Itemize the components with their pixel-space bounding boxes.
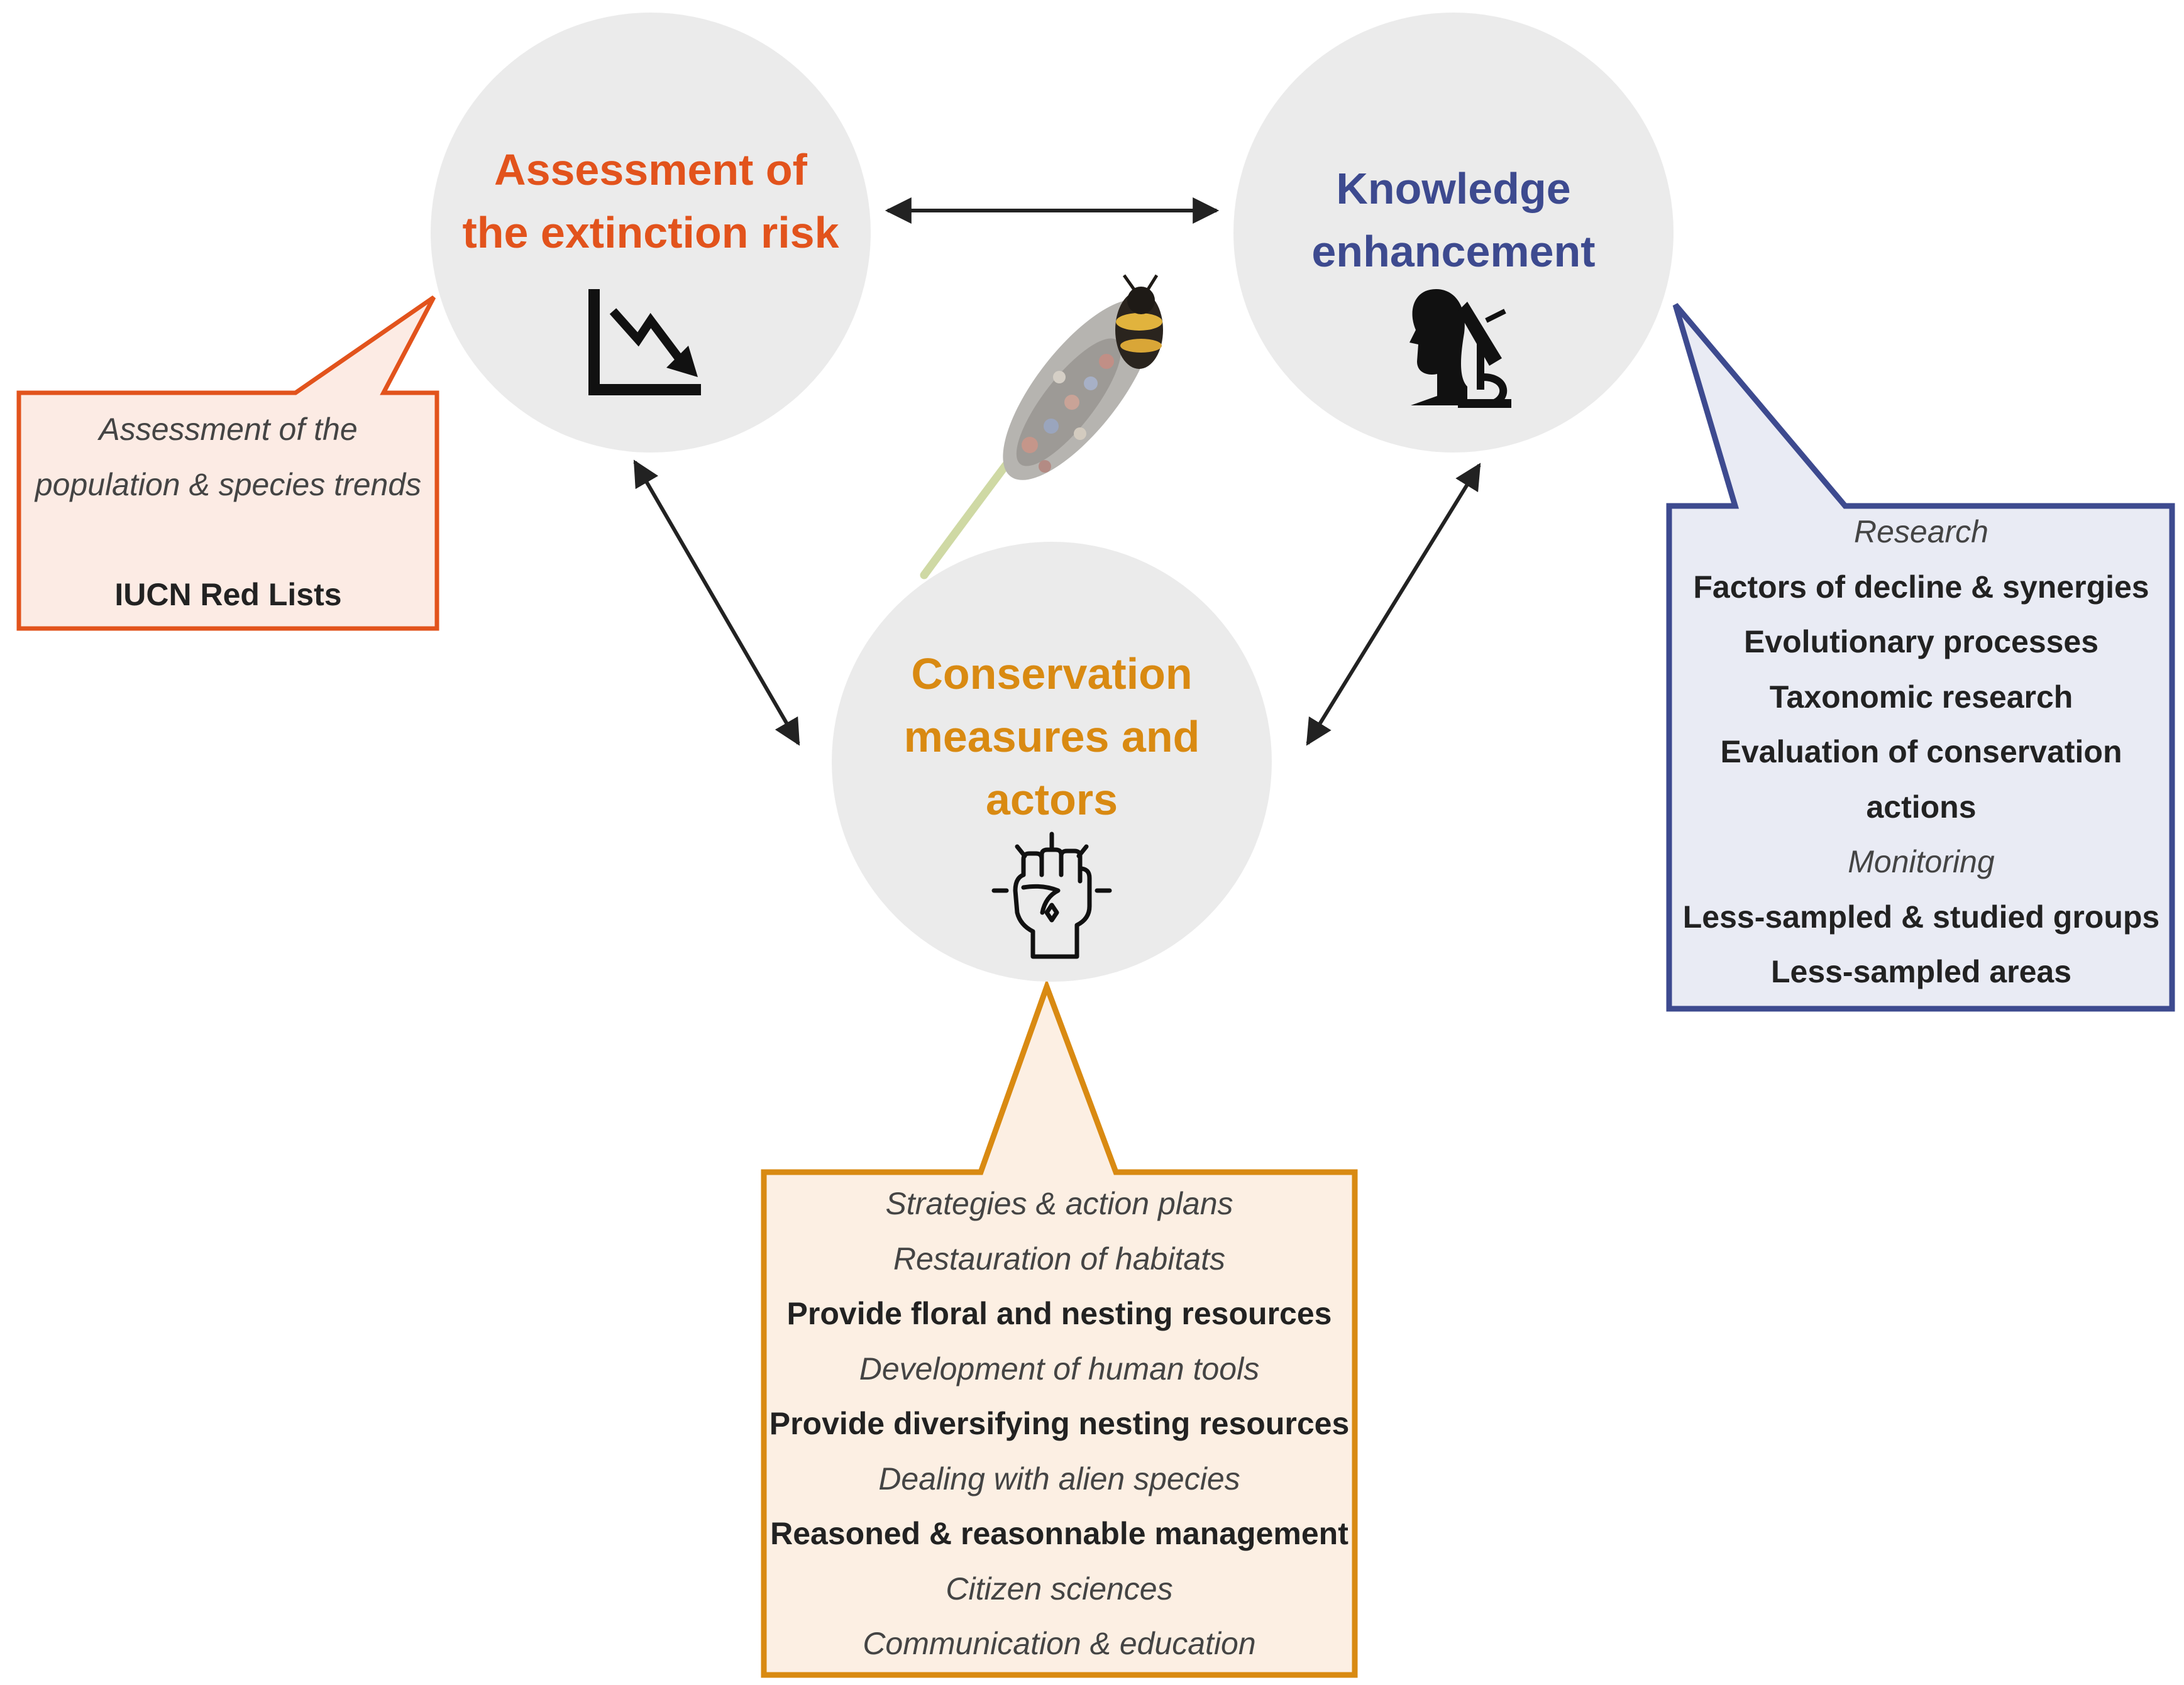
callout-assessment-line: population & species trends — [35, 466, 422, 502]
bee-antenna — [1122, 274, 1159, 292]
node-assessment-title-line: the extinction risk — [462, 208, 839, 257]
callout-knowledge-line: Factors of decline & synergies — [1693, 569, 2149, 605]
bee-head — [1127, 287, 1155, 314]
callout-knowledge: Research Factors of decline & synergies … — [1674, 505, 2169, 1000]
bee-on-lavender-illustration — [920, 274, 1163, 579]
callout-conservation-line: Provide diversifying nesting resources — [769, 1406, 1350, 1441]
callout-conservation-line: Dealing with alien species — [878, 1461, 1240, 1496]
callout-assessment-box — [16, 295, 439, 631]
callout-assessment-line — [24, 512, 433, 568]
node-conservation-title-line: Conservation — [911, 649, 1193, 698]
callout-assessment-line: Assessment of the — [99, 412, 358, 447]
callout-knowledge-line: Taxonomic research — [1769, 679, 2073, 715]
arrow-assessment-conservation — [633, 459, 800, 746]
callout-knowledge-line: Monitoring — [1848, 844, 1995, 879]
callout-conservation-line: Restauration of habitats — [893, 1241, 1226, 1276]
callout-assessment-line: IUCN Red Lists — [114, 576, 342, 612]
raised-fist-icon — [991, 832, 1112, 959]
callout-conservation-line: Provide floral and nesting resources — [786, 1296, 1332, 1331]
callout-conservation-line: Development of human tools — [859, 1351, 1260, 1386]
lavender-bud — [1074, 427, 1086, 440]
callout-conservation-box — [761, 978, 1358, 1678]
lavender-bud — [1022, 437, 1038, 453]
node-conservation-title-line: actors — [985, 775, 1118, 824]
node-assessment-title-line: Assessment of — [494, 145, 807, 194]
callout-knowledge-line: Less-sampled areas — [1770, 954, 2072, 989]
bee-stripe — [1120, 339, 1162, 353]
declining-chart-icon — [588, 289, 701, 395]
lavender-bud — [1044, 419, 1059, 434]
lavender-bud — [1064, 395, 1079, 410]
lavender-bud — [1039, 460, 1051, 473]
node-conservation-title: Conservation measures and actors — [832, 642, 1272, 831]
callout-conservation-line: Communication & education — [863, 1626, 1256, 1661]
lavender-bud — [1099, 354, 1114, 369]
callout-assessment: Assessment of the population & species t… — [24, 402, 433, 622]
node-assessment-title: Assessment of the extinction risk — [431, 138, 871, 264]
bee-stripe — [1116, 313, 1162, 331]
node-knowledge-title: Knowledge enhancement — [1233, 157, 1674, 283]
callout-knowledge-line: Less-sampled & studied groups — [1682, 899, 2160, 935]
lavender-bud — [1084, 376, 1098, 390]
node-conservation: Conservation measures and actors — [832, 542, 1272, 982]
arrow-knowledge-conservation — [1306, 463, 1481, 746]
callout-knowledge-line: Evaluation of conservation — [1720, 734, 2122, 769]
node-knowledge: Knowledge enhancement — [1233, 13, 1674, 453]
callout-knowledge-box — [1666, 303, 2175, 1012]
callout-conservation: Strategies & action plans Restauration o… — [768, 1177, 1350, 1672]
callout-knowledge-line: Research — [1854, 514, 1988, 549]
callout-conservation-line: Citizen sciences — [946, 1571, 1173, 1606]
scientist-microscope-icon — [1409, 289, 1511, 408]
node-knowledge-title-line: Knowledge — [1336, 164, 1571, 213]
callout-conservation-line: Strategies & action plans — [885, 1186, 1233, 1221]
lavender-stem — [920, 461, 1010, 579]
callout-knowledge-line: Evolutionary processes — [1743, 624, 2099, 659]
callout-knowledge-line: actions — [1866, 789, 1977, 825]
node-conservation-title-line: measures and — [903, 712, 1200, 761]
node-knowledge-title-line: enhancement — [1311, 227, 1596, 276]
callout-conservation-line: Reasoned & reasonnable management — [770, 1516, 1348, 1551]
node-assessment: Assessment of the extinction risk — [431, 13, 871, 453]
lavender-bud — [1053, 371, 1066, 383]
